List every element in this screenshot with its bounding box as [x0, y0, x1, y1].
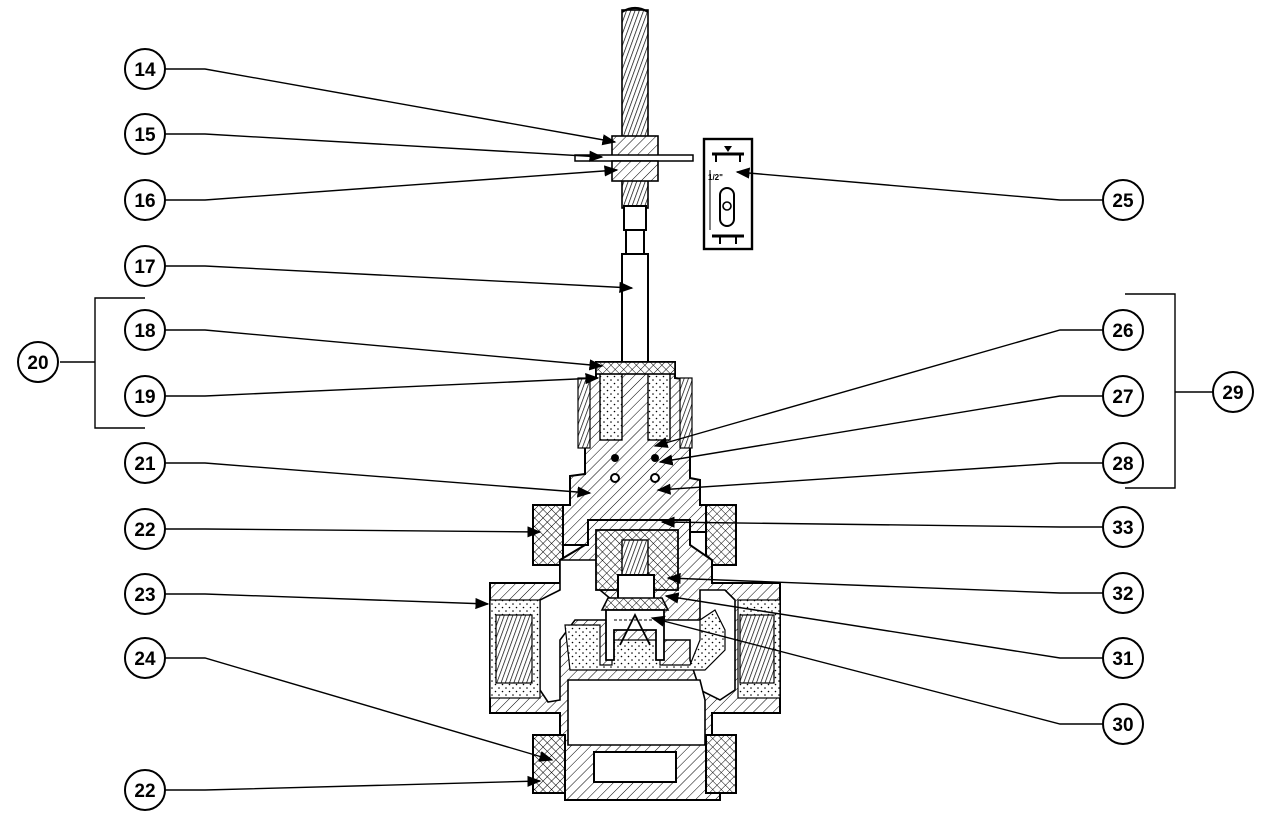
callout-16: 16 [124, 179, 166, 221]
callout-25: 25 [1102, 179, 1144, 221]
callout-21: 21 [124, 442, 166, 484]
callout-15: 15 [124, 113, 166, 155]
valve-drawing: 1/2" [489, 6, 781, 801]
union-nut-upper-right [705, 504, 737, 566]
callout-14: 14 [124, 48, 166, 90]
svg-text:33: 33 [1112, 518, 1133, 539]
stem-coupling [623, 205, 647, 231]
callout-22-upper: 22 [124, 508, 166, 550]
svg-text:23: 23 [134, 585, 155, 606]
svg-text:29: 29 [1222, 383, 1243, 404]
callout-30: 30 [1102, 703, 1144, 745]
svg-text:14: 14 [134, 60, 156, 81]
callout-19: 19 [124, 375, 166, 417]
gauge-label: 1/2" [708, 173, 723, 182]
callout-33: 33 [1102, 506, 1144, 548]
callout-17: 17 [124, 245, 166, 287]
svg-text:22: 22 [134, 781, 155, 802]
callout-28: 28 [1102, 442, 1144, 484]
svg-text:18: 18 [134, 321, 155, 342]
callout-29: 29 [1212, 371, 1254, 413]
bracket-left-group-20 [60, 297, 145, 429]
svg-text:16: 16 [134, 191, 155, 212]
union-nut-lower-left [532, 734, 566, 794]
callout-27: 27 [1102, 375, 1144, 417]
valve-cage [605, 609, 665, 661]
union-nut-lower-right [705, 734, 737, 794]
callout-26: 26 [1102, 309, 1144, 351]
nut [611, 135, 659, 157]
svg-text:15: 15 [134, 125, 156, 146]
callouts: 14 15 16 17 18 19 20 21 22 23 24 22 25 2… [17, 48, 1254, 811]
svg-text:30: 30 [1112, 715, 1133, 736]
svg-text:32: 32 [1112, 584, 1133, 605]
svg-text:26: 26 [1112, 321, 1133, 342]
svg-text:19: 19 [134, 387, 155, 408]
lock-nut [611, 160, 659, 182]
callout-22-lower: 22 [124, 769, 166, 811]
svg-text:27: 27 [1112, 387, 1133, 408]
callout-24: 24 [124, 637, 166, 679]
leader-lines [165, 68, 1103, 791]
callout-20: 20 [17, 341, 59, 383]
svg-text:20: 20 [27, 353, 48, 374]
svg-text:24: 24 [134, 649, 156, 670]
svg-text:31: 31 [1112, 649, 1134, 670]
callout-23: 23 [124, 573, 166, 615]
svg-text:22: 22 [134, 520, 155, 541]
union-nut-upper-left [532, 504, 564, 566]
stroke-gauge: 1/2" [702, 137, 754, 251]
tail-piece-bore [593, 751, 677, 783]
callout-18: 18 [124, 309, 166, 351]
svg-text:25: 25 [1112, 191, 1134, 212]
svg-text:28: 28 [1112, 454, 1133, 475]
callout-32: 32 [1102, 572, 1144, 614]
svg-text:21: 21 [134, 454, 156, 475]
callout-31: 31 [1102, 637, 1144, 679]
bracket-right-group-29 [1125, 293, 1213, 489]
svg-text:17: 17 [134, 257, 155, 278]
